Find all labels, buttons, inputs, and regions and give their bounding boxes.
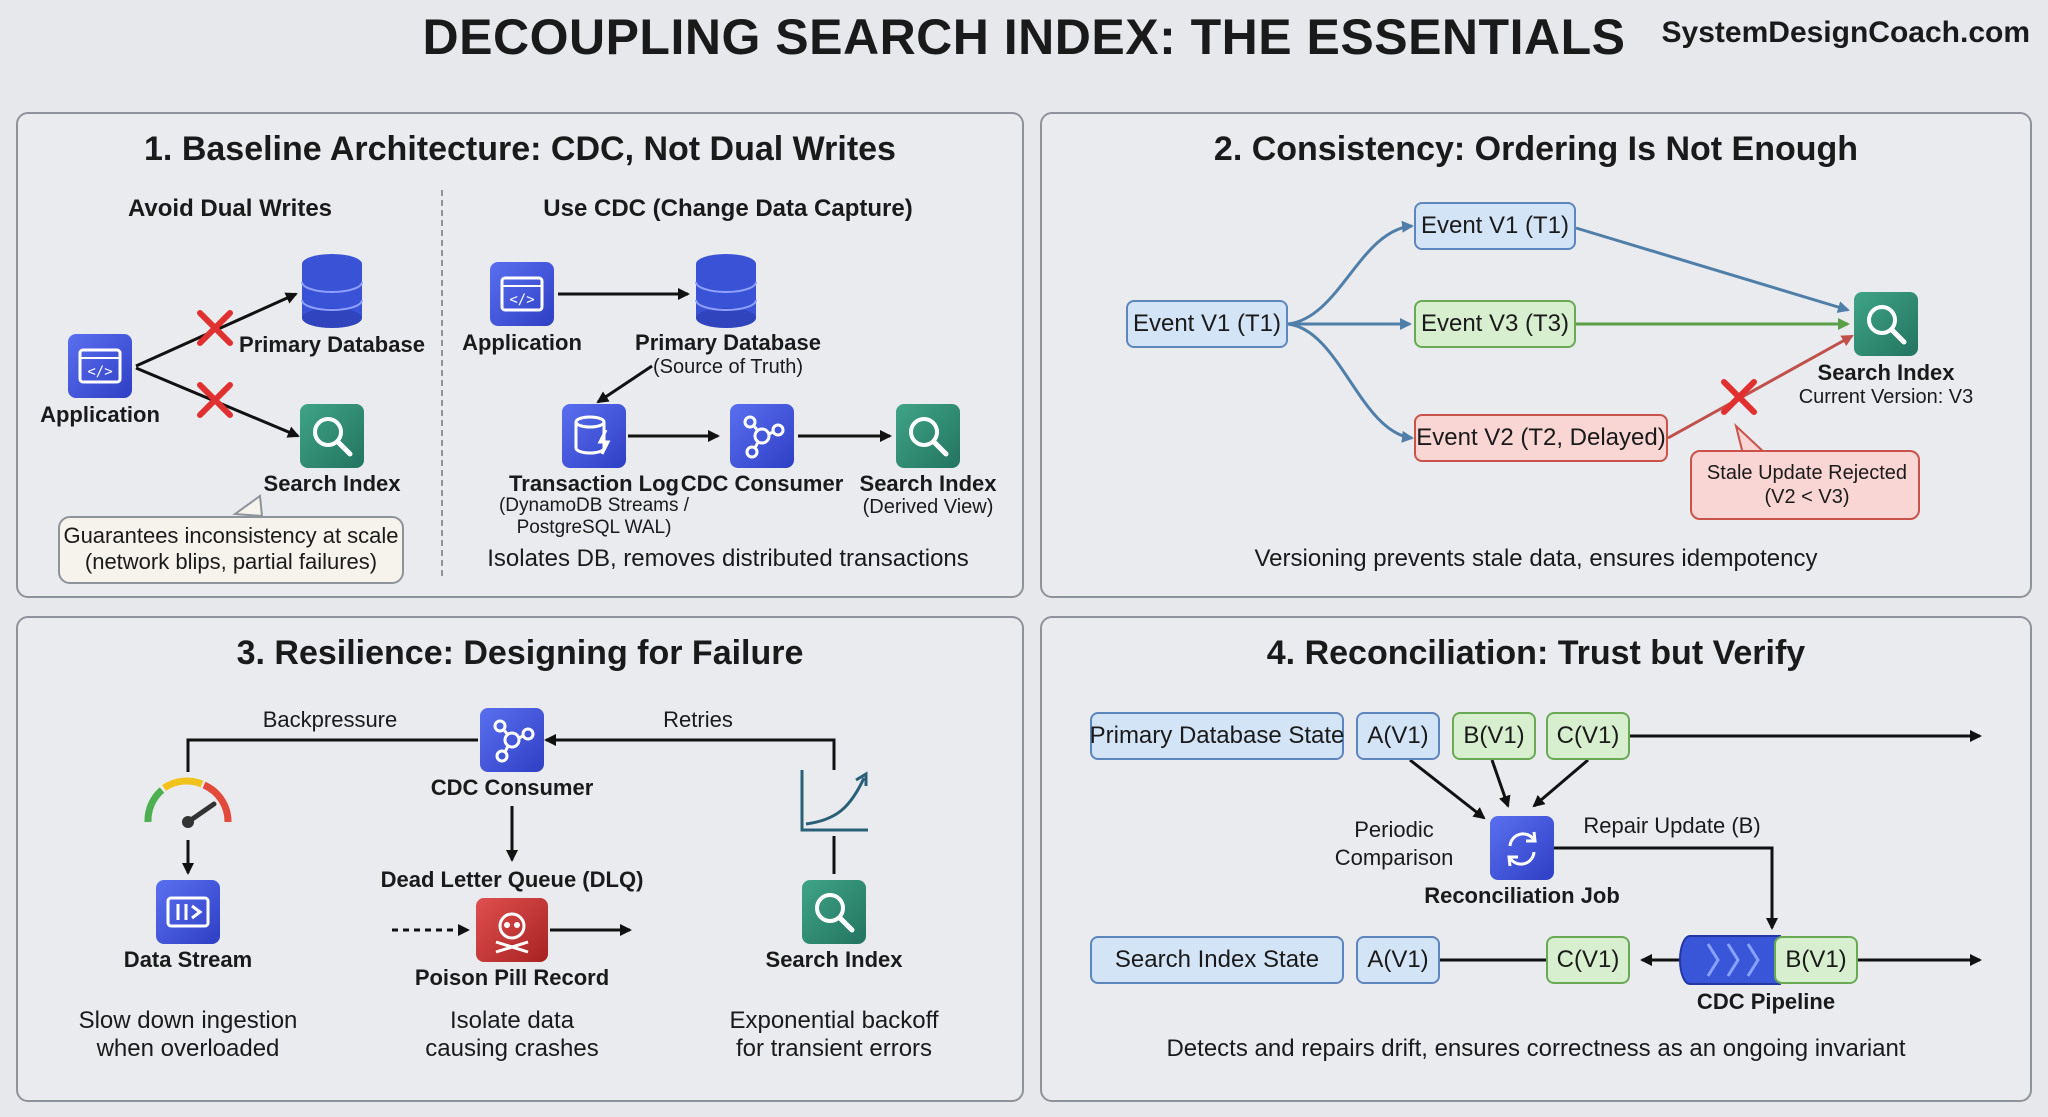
svg-text:</>: </> [87,364,112,380]
backoff-chart-icon [800,770,868,832]
periodic-label-2: Comparison [1334,845,1454,870]
search-index-icon [896,404,960,468]
sync-icon [1490,816,1554,880]
application-icon: </> [490,262,554,326]
source-of-truth-label: (Source of Truth) [652,356,804,378]
versioning-caption: Versioning prevents stale data, ensures … [1254,545,1818,572]
note-line-2: (network blips, partial failures) [84,549,378,574]
cdc-consumer-label: CDC Consumer [680,471,844,496]
dlq-label: Dead Letter Queue (DLQ) [380,867,644,892]
reconciliation-job-label: Reconciliation Job [1424,883,1620,908]
panel-title: 3. Resilience: Designing for Failure [236,634,804,672]
inconsistency-note: Guarantees inconsistency at scale (netwo… [58,516,404,584]
event-v2-delayed-box: Event V2 (T2, Delayed) [1414,414,1668,462]
cdc-consumer-label: CDC Consumer [430,775,594,800]
search-index-icon [300,404,364,468]
event-v1-box: Event V1 (T1) [1414,202,1576,250]
derived-view-label: (Derived View) [862,496,994,518]
cdc-search-index-label: Search Index [859,471,997,496]
data-stream-label: Data Stream [123,947,253,972]
dual-write-arrows [135,292,300,438]
panel-divider [441,190,443,576]
cdc-consumer-icon [730,404,794,468]
periodic-label-1: Periodic [1354,817,1434,842]
transaction-log-label: Transaction Log [509,471,679,496]
search-index-label: Search Index [1817,360,1955,385]
poison-pill-icon [476,898,548,962]
dlq-caption-1: Isolate data [449,1007,575,1034]
cross-icon [1721,379,1757,415]
cdc-pipeline-label: CDC Pipeline [1696,989,1836,1014]
backpressure-caption-2: when overloaded [96,1035,280,1062]
search-index-icon [802,880,866,944]
brand-label: SystemDesignCoach.com [1661,16,2030,49]
search-index-label: Search Index [765,947,903,972]
stale-line-1: Stale Update Rejected [1706,462,1908,484]
stale-line-2: (V2 < V3) [1764,486,1850,508]
callout-pointer [232,494,264,518]
application-label: Application [40,402,160,427]
cross-icon [197,310,233,418]
panel-resilience: 3. Resilience: Designing for Failure [16,616,1024,1102]
index-state-box: Search Index State [1090,936,1344,984]
avoid-dual-writes-heading: Avoid Dual Writes [127,195,333,222]
index-a-v1-box: A(V1) [1356,936,1440,984]
transaction-log-sub-2: PostgreSQL WAL) [516,517,672,538]
backpressure-label: Backpressure [262,707,398,732]
drift-caption: Detects and repairs drift, ensures corre… [1166,1035,1906,1062]
cdc-application-label: Application [462,330,582,355]
db-b-v1-box: B(V1) [1452,712,1536,760]
retries-caption-2: for transient errors [735,1035,933,1062]
cdc-caption: Isolates DB, removes distributed transac… [487,545,969,572]
svg-text:</>: </> [509,292,534,308]
database-icon [694,252,758,328]
event-v3-box: Event V3 (T3) [1414,300,1576,348]
cdc-consumer-icon [480,708,544,772]
application-icon: </> [68,334,132,398]
panel-title: 1. Baseline Architecture: CDC, Not Dual … [144,130,896,168]
retries-caption-1: Exponential backoff [729,1007,939,1034]
transaction-log-sub-1: (DynamoDB Streams / [498,495,690,516]
gauge-icon [144,777,232,828]
poison-pill-label: Poison Pill Record [414,965,610,990]
panel-title: 4. Reconciliation: Trust but Verify [1266,634,1806,672]
data-stream-icon [156,880,220,944]
main-title: DECOUPLING SEARCH INDEX: THE ESSENTIALS [422,9,1626,65]
db-state-box: Primary Database State [1090,712,1344,760]
database-icon [300,252,364,328]
backpressure-caption-1: Slow down ingestion [78,1007,298,1034]
pipeline-b-v1-box: B(V1) [1774,936,1858,984]
repair-update-label: Repair Update (B) [1583,813,1761,838]
current-version-label: Current Version: V3 [1798,386,1974,408]
primary-database-label: Primary Database [239,332,425,357]
use-cdc-heading: Use CDC (Change Data Capture) [543,195,913,222]
db-c-v1-box: C(V1) [1546,712,1630,760]
pipeline-icon [1679,935,1781,985]
cdc-primary-database-label: Primary Database [635,330,821,355]
retries-label: Retries [663,707,733,732]
transaction-log-icon [562,404,626,468]
panel-title: 2. Consistency: Ordering Is Not Enough [1213,130,1859,168]
event-source-box: Event V1 (T1) [1126,300,1288,348]
search-index-label: Search Index [263,471,401,496]
index-c-v1-box: C(V1) [1546,936,1630,984]
db-a-v1-box: A(V1) [1356,712,1440,760]
search-index-icon [1854,292,1918,356]
stale-update-callout: Stale Update Rejected (V2 < V3) [1690,450,1920,520]
note-line-1: Guarantees inconsistency at scale [63,523,399,548]
dlq-caption-2: causing crashes [425,1035,599,1062]
